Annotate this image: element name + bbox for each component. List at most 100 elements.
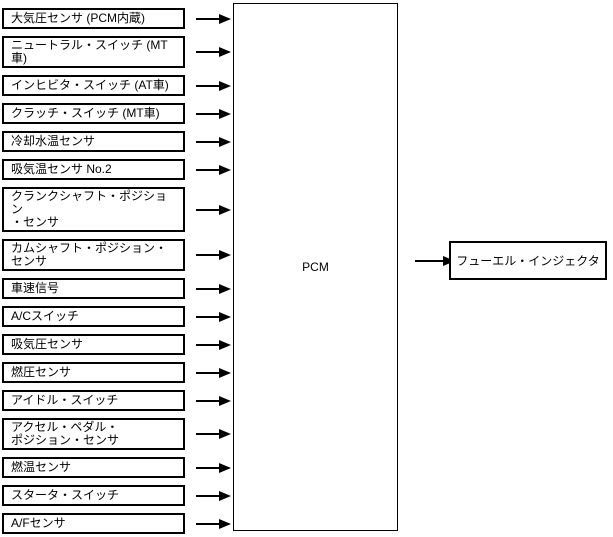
arrow-right-icon	[196, 204, 231, 215]
input-label: クラッチ・スイッチ (MT車)	[11, 106, 160, 120]
arrow-right-icon	[196, 136, 231, 147]
input-row: 燃温センサ	[2, 457, 231, 478]
arrow-head	[219, 204, 231, 215]
input-box: ニュートラル・スイッチ (MT車)	[2, 36, 185, 68]
arrow-right-icon	[196, 13, 231, 24]
arrow-right-icon	[196, 108, 231, 119]
arrow-head	[219, 108, 231, 119]
arrow-shaft	[196, 208, 219, 211]
input-label: A/Cスイッチ	[11, 309, 80, 323]
input-row: 大気圧センサ (PCM内蔵)	[2, 8, 231, 29]
arrow-shaft	[196, 84, 219, 87]
arrow-right-icon	[196, 462, 231, 473]
arrow-right-icon	[196, 429, 231, 439]
input-row: 燃圧センサ	[2, 362, 231, 383]
arrow-right-icon	[196, 367, 231, 378]
arrow-right-icon	[196, 164, 231, 175]
input-box: 大気圧センサ (PCM内蔵)	[2, 8, 185, 29]
arrow-head	[219, 311, 231, 322]
arrow-head	[219, 395, 231, 406]
input-box: 燃温センサ	[2, 457, 185, 478]
input-box: カムシャフト・ポジション・センサ	[2, 239, 185, 271]
arrow-right-icon	[196, 311, 231, 322]
input-box: A/Fセンサ	[2, 513, 185, 534]
input-label: 吸気圧センサ	[11, 337, 84, 351]
input-row: インヒビタ・スイッチ (AT車)	[2, 75, 231, 96]
input-label: 車速信号	[11, 281, 60, 295]
pcm-box: PCM	[233, 3, 398, 531]
input-box: インヒビタ・スイッチ (AT車)	[2, 75, 185, 96]
arrow-head	[219, 136, 231, 147]
input-column: 大気圧センサ (PCM内蔵) ニュートラル・スイッチ (MT車) インヒビタ・ス…	[2, 8, 231, 537]
arrow-head	[219, 250, 231, 260]
input-box: A/Cスイッチ	[2, 306, 185, 327]
arrow-head	[219, 339, 231, 350]
input-label: 冷却水温センサ	[11, 134, 96, 148]
input-label: インヒビタ・スイッチ (AT車)	[11, 78, 169, 92]
arrow-head	[219, 47, 231, 57]
input-label: スタータ・スイッチ	[11, 488, 120, 502]
input-box: 吸気温センサ No.2	[2, 159, 185, 180]
input-row: スタータ・スイッチ	[2, 485, 231, 506]
input-label: 燃温センサ	[11, 460, 72, 474]
input-box: クランクシャフト・ポジション ・センサ	[2, 187, 185, 232]
arrow-right-icon	[196, 80, 231, 91]
arrow-shaft	[196, 51, 219, 53]
input-row: A/Fセンサ	[2, 513, 231, 534]
arrow-shaft	[196, 112, 219, 115]
input-box: 冷却水温センサ	[2, 131, 185, 152]
input-label: カムシャフト・ポジション・センサ	[11, 241, 168, 268]
input-label: 燃圧センサ	[11, 365, 72, 379]
arrow-head	[219, 429, 231, 439]
input-label: アクセル・ペダル・ ポジション・センサ	[11, 420, 120, 447]
arrow-shaft	[196, 140, 219, 143]
input-row: 吸気温センサ No.2	[2, 159, 231, 180]
input-row: ニュートラル・スイッチ (MT車)	[2, 36, 231, 68]
arrow-head	[219, 462, 231, 473]
input-row: アイドル・スイッチ	[2, 390, 231, 411]
arrow-right-icon	[196, 339, 231, 350]
input-row: A/Cスイッチ	[2, 306, 231, 327]
arrow-shaft	[196, 315, 219, 318]
arrow-head	[219, 518, 231, 529]
arrow-right-icon	[196, 395, 231, 406]
input-box: スタータ・スイッチ	[2, 485, 185, 506]
input-row: 冷却水温センサ	[2, 131, 231, 152]
input-row: クランクシャフト・ポジション ・センサ	[2, 187, 231, 232]
fuel-injector-box: フューエル・インジェクタ	[449, 241, 607, 280]
arrow-shaft	[196, 371, 219, 374]
arrow-shaft	[415, 260, 443, 262]
arrow-head	[219, 13, 231, 24]
input-row: クラッチ・スイッチ (MT車)	[2, 103, 231, 124]
arrow-shaft	[196, 254, 219, 256]
input-box: 車速信号	[2, 278, 185, 299]
arrow-head	[219, 283, 231, 294]
arrow-right-icon	[196, 490, 231, 501]
input-box: クラッチ・スイッチ (MT車)	[2, 103, 185, 124]
arrow-head	[219, 80, 231, 91]
input-label: クランクシャフト・ポジション ・センサ	[11, 189, 168, 229]
input-label: アイドル・スイッチ	[11, 393, 119, 407]
input-row: アクセル・ペダル・ ポジション・センサ	[2, 418, 231, 450]
fuel-injector-label: フューエル・インジェクタ	[456, 254, 600, 268]
input-row: 吸気圧センサ	[2, 334, 231, 355]
arrow-right-icon	[196, 283, 231, 294]
arrow-shaft	[196, 287, 219, 290]
input-label: ニュートラル・スイッチ (MT車)	[11, 38, 168, 65]
arrow-shaft	[196, 433, 219, 435]
arrow-right-icon	[196, 250, 231, 260]
arrow-right-icon	[196, 47, 231, 57]
input-label: 吸気温センサ No.2	[11, 162, 112, 176]
arrow-shaft	[196, 494, 219, 497]
input-box: 吸気圧センサ	[2, 334, 185, 355]
input-box: 燃圧センサ	[2, 362, 185, 383]
pcm-label: PCM	[302, 260, 329, 274]
input-row: カムシャフト・ポジション・センサ	[2, 239, 231, 271]
input-box: アイドル・スイッチ	[2, 390, 185, 411]
arrow-shaft	[196, 399, 219, 402]
input-box: アクセル・ペダル・ ポジション・センサ	[2, 418, 185, 450]
arrow-head	[219, 164, 231, 175]
arrow-shaft	[196, 522, 219, 525]
arrow-shaft	[196, 466, 219, 469]
